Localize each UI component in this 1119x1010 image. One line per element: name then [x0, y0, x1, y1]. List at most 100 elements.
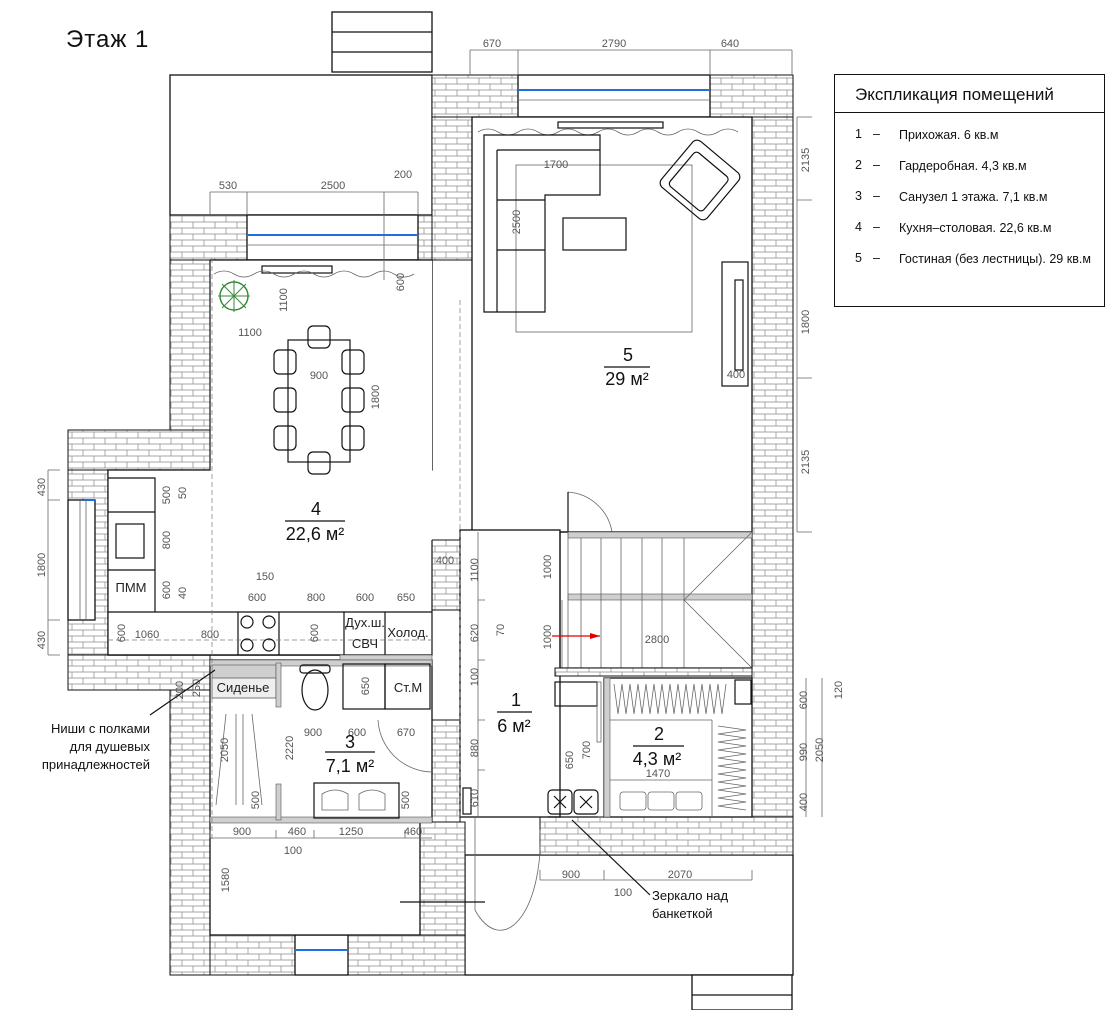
dishwasher-label: ПММ: [115, 580, 146, 595]
dim: 990: [798, 743, 810, 761]
dim: 600: [116, 624, 128, 642]
furniture-labels: ПММ Дух.ш. СВЧ Холод. Сиденье Ст.М: [115, 580, 428, 695]
dim: 900: [310, 370, 328, 382]
dim: 600: [248, 592, 266, 604]
living-furniture: [477, 121, 749, 533]
chairs: [273, 325, 365, 475]
dim: 460: [288, 826, 306, 838]
legend-dash: –: [873, 220, 880, 234]
dim: 700: [581, 741, 593, 759]
bath-door-arc: [377, 719, 433, 773]
sofa: [483, 134, 601, 313]
dim: 800: [307, 592, 325, 604]
room-number: 4: [311, 499, 321, 519]
dim: 500: [250, 791, 262, 809]
counter-left: [108, 477, 156, 612]
dim: 2500: [511, 210, 523, 234]
dim: 610: [469, 789, 481, 807]
bathroom-furniture: [209, 659, 433, 824]
dim: 1060: [135, 629, 159, 641]
legend-text: Гостиная (без лестницы). 29 кв.м: [899, 252, 1091, 266]
dim: 800: [161, 531, 173, 549]
coffee-table: [562, 217, 627, 251]
mirror-leader: [571, 819, 651, 896]
dim: 640: [721, 38, 739, 50]
room-interiors: [107, 116, 753, 936]
annotations: Ниши с полками для душевых принадлежност…: [42, 721, 729, 921]
legend-num: 1: [855, 127, 862, 141]
dim: 70: [495, 624, 507, 636]
legend-text: Гардеробная. 4,3 кв.м: [899, 159, 1027, 173]
dim: 40: [177, 587, 189, 599]
legend-item: 4–Кухня–столовая. 22,6 кв.м: [855, 220, 1104, 237]
dim: 2050: [814, 738, 826, 762]
dim: 900: [304, 727, 322, 739]
mirror-note: Зеркало над: [652, 888, 728, 903]
legend-num: 2: [855, 158, 862, 172]
legend-item: 1– Прихожая. 6 кв.м: [855, 127, 1104, 144]
dim: 600: [348, 727, 366, 739]
room-area: 29 м²: [605, 369, 648, 389]
dim: 500: [161, 486, 173, 504]
dim: 2050: [219, 738, 231, 762]
dim: 2220: [284, 736, 296, 760]
floor-title: Этаж 1: [66, 26, 150, 53]
dim: 2070: [668, 869, 692, 881]
staircase: [552, 531, 753, 677]
legend-dash: –: [873, 189, 880, 203]
dim: 430: [36, 478, 48, 496]
dim: 900: [233, 826, 251, 838]
dim: 1100: [238, 327, 262, 339]
legend-dash: –: [873, 127, 880, 141]
dim: 400: [436, 555, 454, 567]
dim: 250: [191, 679, 203, 697]
hall-wardrobe-furniture: [400, 677, 752, 931]
dim: 100: [469, 668, 481, 686]
room-area: 7,1 м²: [326, 756, 374, 776]
dimension-texts: 670 2790 640 530 2500 200 2135 1800 2135…: [36, 38, 845, 899]
dim: 620: [469, 624, 481, 642]
room-area: 4,3 м²: [633, 749, 681, 769]
dim: 1800: [800, 310, 812, 334]
dim: 670: [483, 38, 501, 50]
mirror-note: банкеткой: [652, 906, 712, 921]
dim: 120: [833, 681, 845, 699]
dim: 600: [161, 581, 173, 599]
toilet-icon: [301, 669, 329, 711]
room-number: 1: [511, 690, 521, 710]
legend-dash: –: [873, 158, 880, 172]
room-number: 5: [623, 345, 633, 365]
dim: 430: [36, 631, 48, 649]
dim: 100: [614, 887, 632, 899]
entrance-door-arc: [474, 817, 541, 931]
dim: 500: [400, 791, 412, 809]
dim: 1470: [646, 768, 670, 780]
washbasin-icon: [321, 789, 386, 811]
dim: 150: [256, 571, 274, 583]
legend-item: 2– Гардеробная. 4,3 кв.м: [855, 158, 1104, 175]
niches-note: Ниши с полками: [51, 721, 150, 736]
dim: 460: [404, 826, 422, 838]
windows: [67, 74, 711, 976]
dim: 1100: [469, 558, 481, 582]
room-legend: Экспликация помещений 1–Прихожая. 6 кв.м…: [834, 74, 1105, 307]
dim: 2500: [321, 180, 345, 192]
dim: 100: [284, 845, 302, 857]
microwave-label: СВЧ: [352, 636, 378, 651]
oven-label: Дух.ш.: [345, 615, 385, 630]
dim: 900: [562, 869, 580, 881]
niches-note: для душевых: [70, 739, 151, 754]
niches-leader: [149, 669, 216, 716]
dining-table: [287, 339, 351, 463]
room-number: 3: [345, 732, 355, 752]
room-number: 2: [654, 724, 664, 744]
legend-text: Прихожая. 6 кв.м: [899, 128, 999, 142]
dim: 1000: [542, 625, 554, 649]
dim: 1800: [370, 385, 382, 409]
fridge-label: Холод.: [387, 625, 428, 640]
legend-item: 5–Гостиная (без лестницы). 29 кв.м: [855, 251, 1104, 268]
armchair: [659, 139, 741, 221]
dim: 600: [309, 624, 321, 642]
dim: 1700: [544, 159, 568, 171]
